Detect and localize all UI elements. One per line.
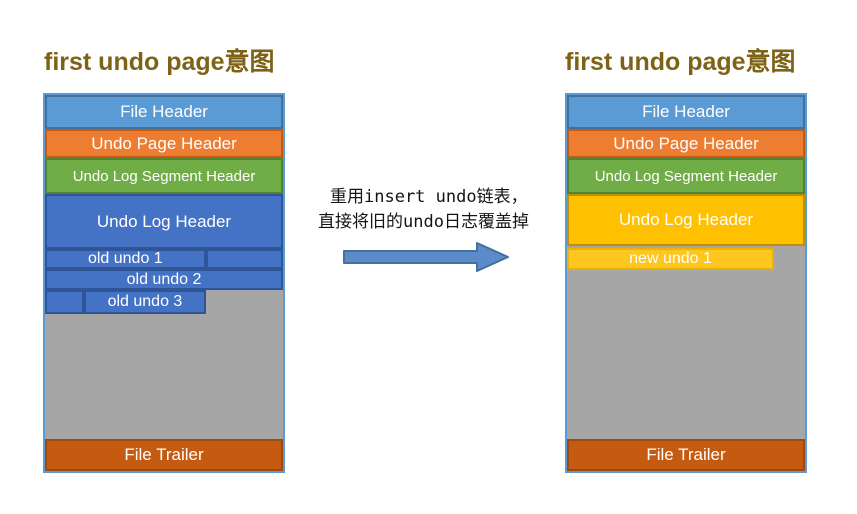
old-undo-3-box: old undo 3 — [84, 290, 206, 314]
left-undo-page-diagram: File Header Undo Page Header Undo Log Se… — [43, 93, 285, 473]
left-undo-log-header-box: Undo Log Header — [45, 194, 283, 249]
right-file-header-box: File Header — [567, 95, 805, 129]
left-undo-log-segment-header-box: Undo Log Segment Header — [45, 158, 283, 194]
old-undo-2-row: old undo 2 — [45, 269, 283, 290]
left-undo-page-header-box: Undo Page Header — [45, 129, 283, 158]
left-free-space — [45, 314, 283, 439]
old-undo-1-remainder — [205, 249, 283, 269]
right-undo-log-segment-header-box: Undo Log Segment Header — [567, 158, 805, 194]
new-undo-1-box: new undo 1 — [567, 248, 775, 270]
right-arrow-icon — [341, 240, 511, 274]
right-undo-page-diagram: File Header Undo Page Header Undo Log Se… — [565, 93, 807, 473]
old-undo-1-box: old undo 1 — [45, 249, 206, 269]
old-undo-3-row: old undo 3 — [45, 290, 283, 314]
reuse-annotation: 重用insert undo链表， 直接将旧的undo日志覆盖掉 — [318, 185, 554, 235]
right-undo-log-header-box: Undo Log Header — [567, 194, 805, 246]
annotation-line-2: 直接将旧的undo日志覆盖掉 — [318, 212, 529, 232]
right-free-space — [567, 270, 805, 439]
old-undo-2-box: old undo 2 — [45, 269, 283, 290]
left-diagram-title: first undo page意图 — [44, 48, 275, 76]
right-diagram-title: first undo page意图 — [565, 48, 796, 76]
annotation-line-1: 重用insert undo链表， — [330, 187, 528, 207]
old-undo-3-left-strip — [45, 290, 85, 314]
left-file-trailer-box: File Trailer — [45, 439, 283, 471]
old-undo-3-free-space — [206, 290, 283, 314]
left-file-header-box: File Header — [45, 95, 283, 129]
right-file-trailer-box: File Trailer — [567, 439, 805, 471]
right-undo-page-header-box: Undo Page Header — [567, 129, 805, 158]
old-undo-1-row: old undo 1 — [45, 249, 283, 269]
